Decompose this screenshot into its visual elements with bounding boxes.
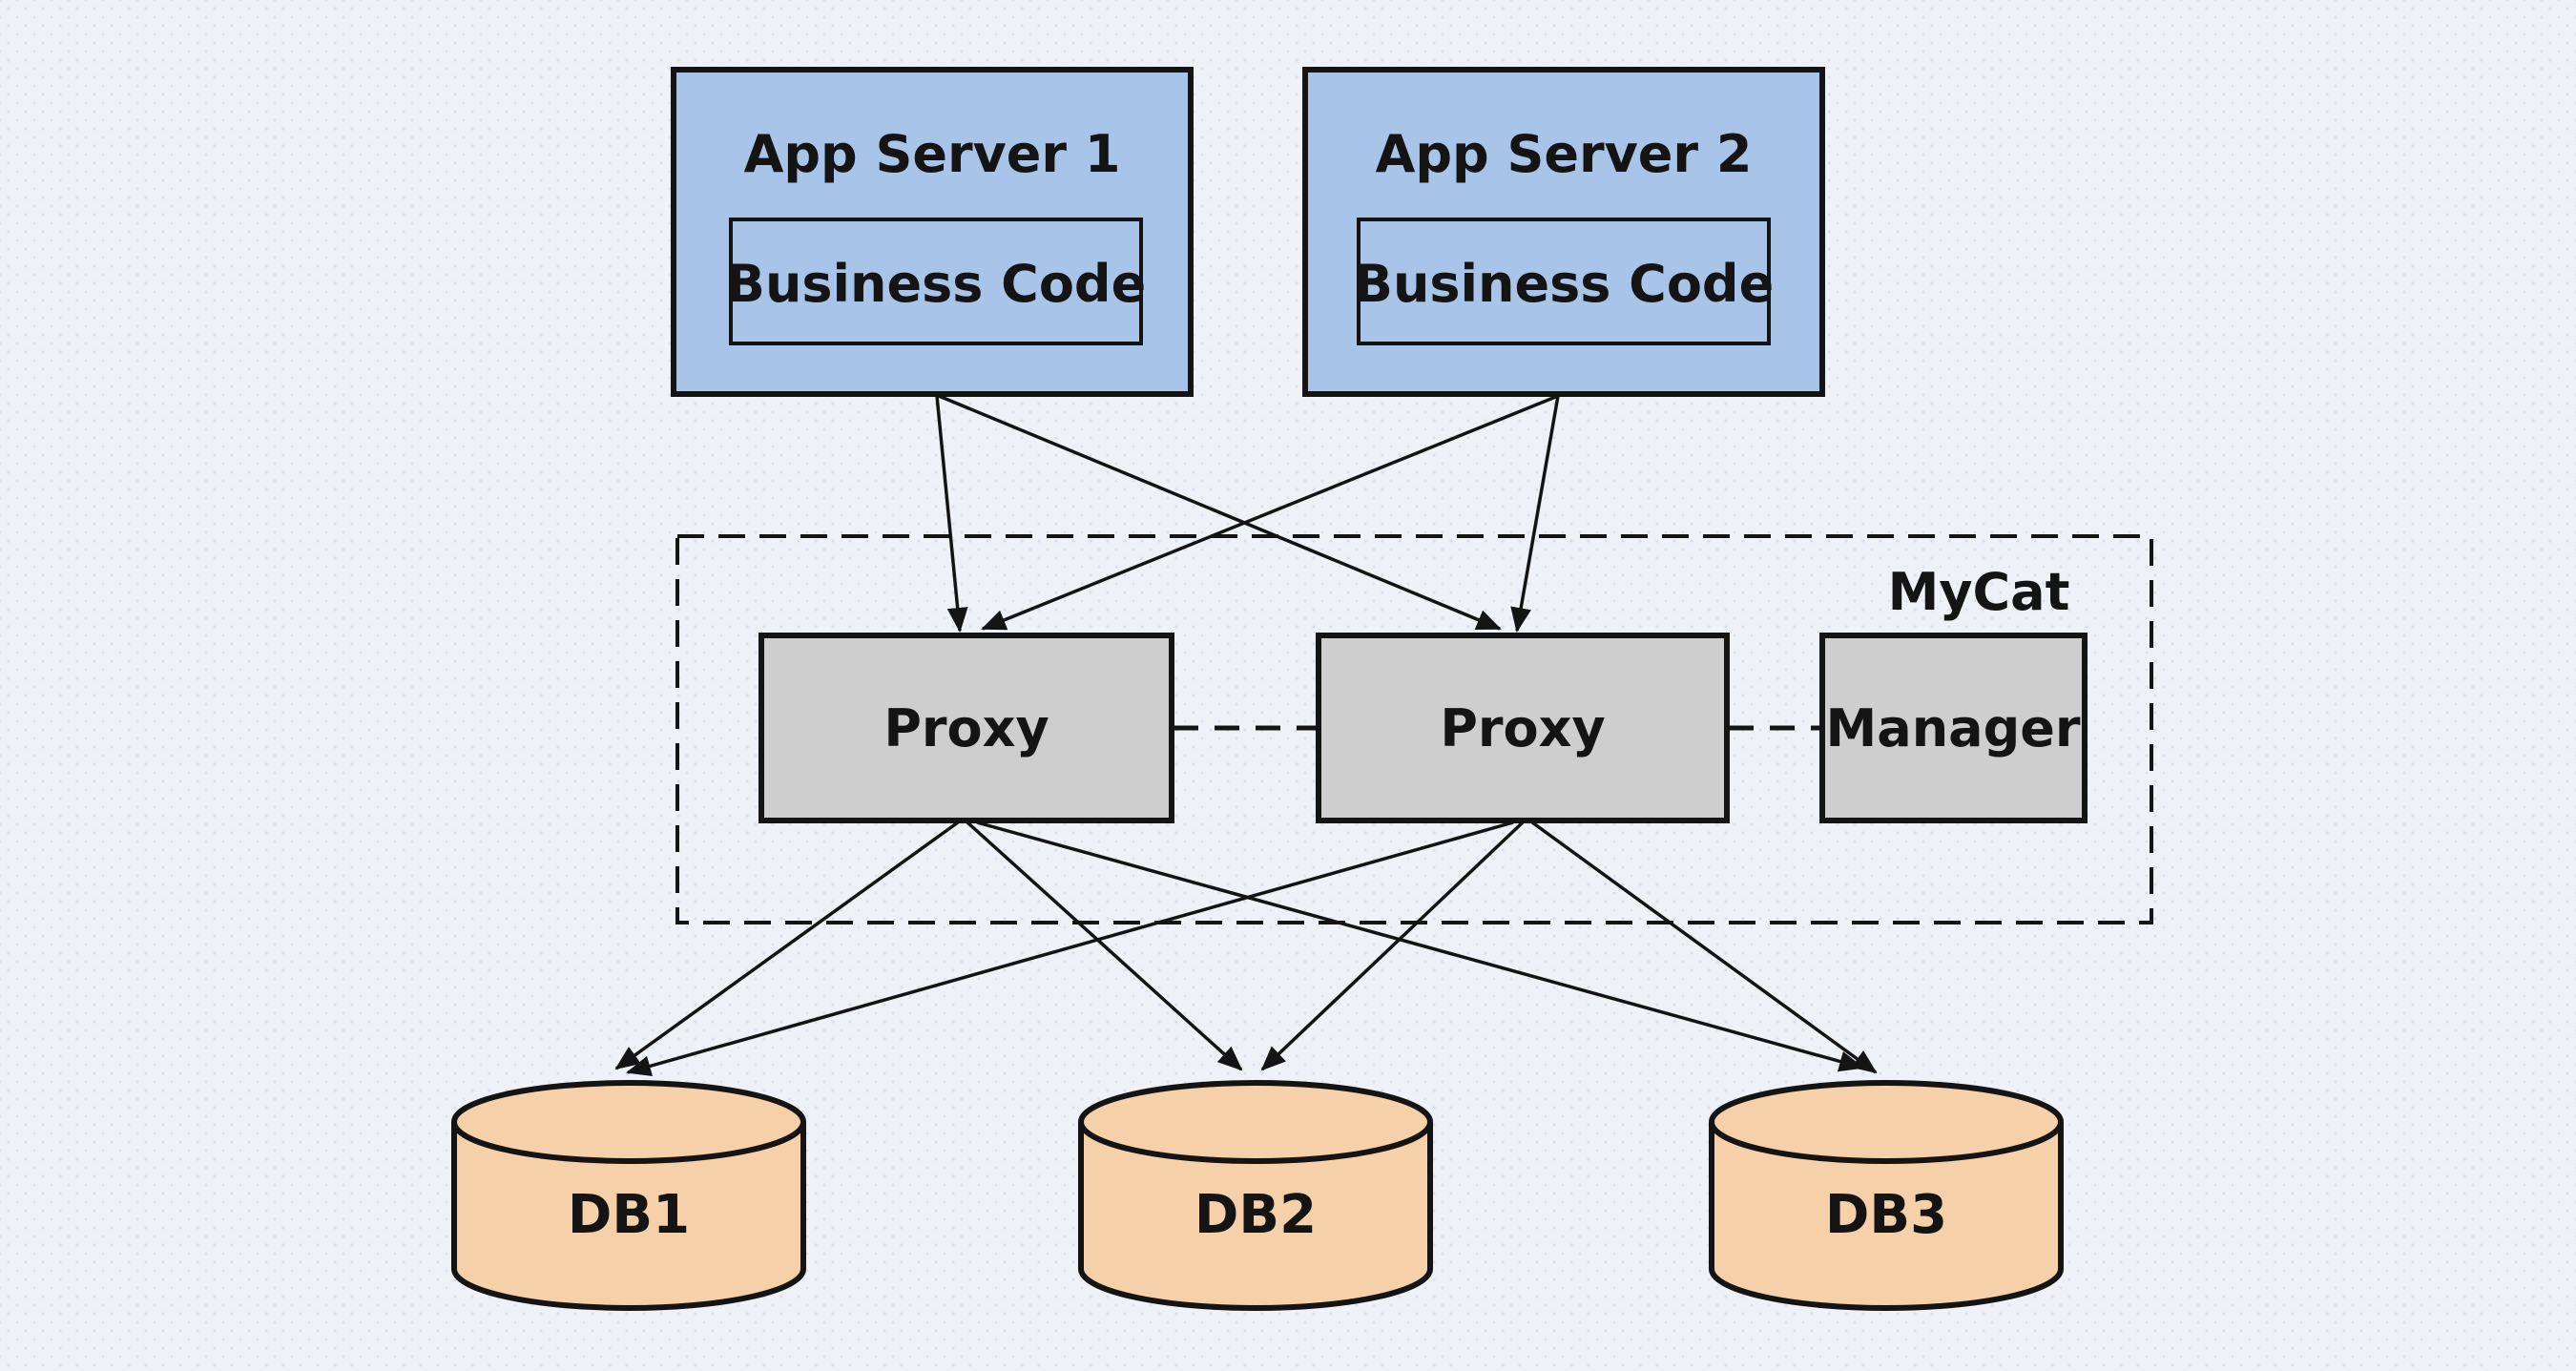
edge-proxy2-db2 bbox=[1260, 821, 1525, 1071]
mycat-group-label: MyCat bbox=[1888, 562, 2070, 622]
mycat-group-box bbox=[675, 534, 2153, 924]
proxy-2-box bbox=[1316, 633, 1730, 823]
business-code-2-label: Business Code bbox=[1354, 254, 1774, 314]
business-code-2-box bbox=[1357, 218, 1771, 345]
business-code-1-box bbox=[729, 218, 1143, 345]
proxy-2-label: Proxy bbox=[1440, 698, 1605, 758]
proxy-2-node: Proxy bbox=[1316, 633, 1730, 823]
manager-box bbox=[1819, 633, 2088, 823]
manager-node: Manager bbox=[1819, 633, 2088, 823]
proxy-1-label: Proxy bbox=[883, 698, 1049, 758]
db2-cylinder-body bbox=[1078, 1122, 1433, 1311]
db1-cylinder-top bbox=[451, 1080, 806, 1164]
db2-cylinder-top bbox=[1078, 1080, 1433, 1164]
edge-proxy1-db2 bbox=[966, 821, 1243, 1071]
db2-label: DB2 bbox=[1195, 1184, 1317, 1246]
edge-proxy2-db1 bbox=[626, 821, 1514, 1077]
edge-appserver2-proxy1 bbox=[981, 394, 1559, 631]
edge-appserver1-proxy1 bbox=[935, 395, 968, 633]
db1-cylinder-body bbox=[451, 1122, 806, 1311]
db3-cylinder-top bbox=[1709, 1080, 2064, 1164]
edge-proxy1-db3 bbox=[976, 821, 1864, 1072]
app-server-1-node: App Server 1 Business Code bbox=[671, 67, 1194, 397]
edge-proxy1-db1 bbox=[614, 821, 960, 1070]
app-server-2-label: App Server 2 bbox=[1376, 124, 1753, 184]
db1-node: DB1 bbox=[451, 1080, 806, 1311]
proxy-1-box bbox=[758, 633, 1174, 823]
app-server-2-node: App Server 2 Business Code bbox=[1302, 67, 1825, 397]
edge-proxy2-db3 bbox=[1530, 821, 1878, 1074]
db3-cylinder-body bbox=[1709, 1122, 2064, 1311]
business-code-1-label: Business Code bbox=[726, 254, 1146, 314]
manager-label: Manager bbox=[1826, 698, 2081, 758]
edge-appserver1-proxy2 bbox=[938, 394, 1502, 631]
proxy-1-node: Proxy bbox=[758, 633, 1174, 823]
db3-label: DB3 bbox=[1825, 1184, 1947, 1246]
db1-label: DB1 bbox=[568, 1184, 690, 1246]
edge-appserver2-proxy2 bbox=[1510, 395, 1560, 633]
db3-node: DB3 bbox=[1709, 1080, 2064, 1311]
db2-node: DB2 bbox=[1078, 1080, 1433, 1311]
app-server-1-label: App Server 1 bbox=[744, 124, 1121, 184]
